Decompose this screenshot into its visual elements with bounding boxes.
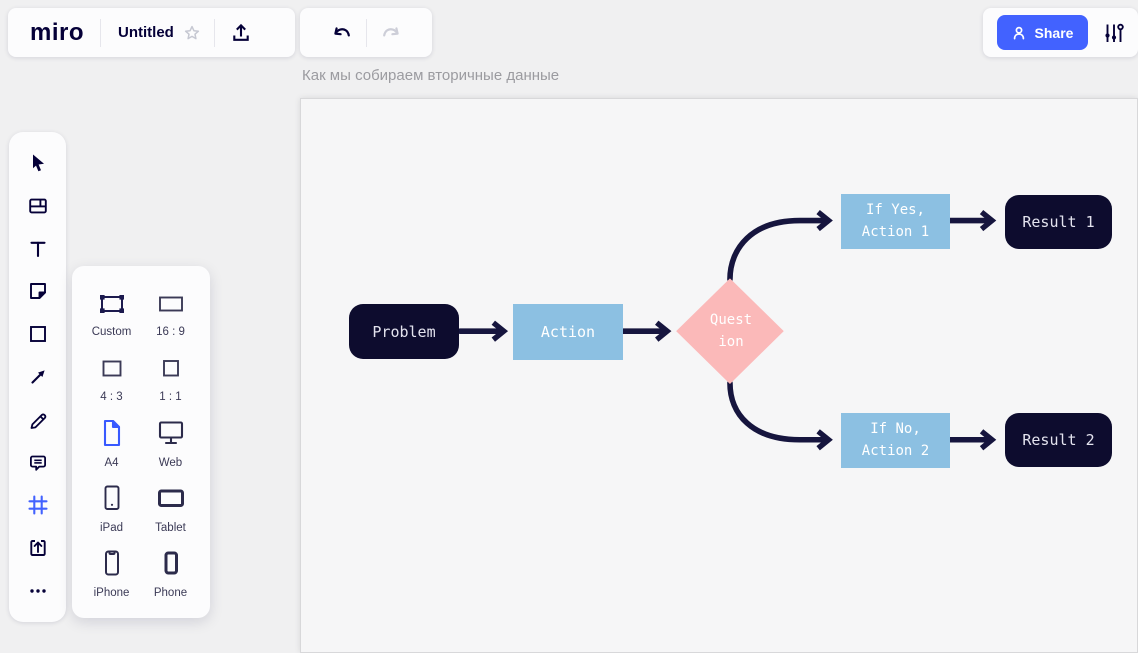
square-icon[interactable] [22, 318, 54, 350]
web-icon [155, 418, 187, 453]
flow-connectors[interactable] [301, 99, 1137, 652]
ipad-icon [96, 483, 128, 518]
frame-option-phone[interactable]: Phone [143, 548, 199, 599]
problem-node[interactable]: Problem [349, 304, 459, 359]
star-icon[interactable] [183, 24, 201, 42]
connector-question-yes[interactable] [727, 209, 833, 283]
frame-option-16-9[interactable]: 16 : 9 [143, 291, 199, 338]
sticky-note-icon[interactable] [22, 275, 54, 307]
ratio-16-9-icon [155, 291, 187, 322]
frame-option-1-1[interactable]: 1 : 1 [143, 356, 199, 403]
tablet-icon [154, 483, 188, 518]
action-node[interactable]: Action [513, 304, 623, 360]
board-title[interactable]: Untitled [118, 24, 174, 41]
templates-icon[interactable] [22, 190, 54, 222]
custom-frame-icon [96, 291, 128, 322]
phone-icon [155, 548, 187, 583]
frame-title[interactable]: Как мы собираем вторичные данные [302, 67, 560, 84]
divider [213, 18, 215, 47]
frame-option-custom[interactable]: Custom [84, 291, 140, 338]
sliders-icon[interactable] [1104, 22, 1125, 44]
result-1-node[interactable]: Result 1 [1005, 195, 1112, 249]
frame-option-4-3[interactable]: 4 : 3 [84, 356, 140, 403]
document-panel: miro Untitled [8, 8, 295, 57]
ratio-1-1-icon [155, 356, 187, 387]
comment-icon[interactable] [22, 447, 54, 479]
frame-option-web[interactable]: Web [143, 418, 199, 469]
frame-option-ipad[interactable]: iPad [84, 483, 140, 534]
cursor-icon[interactable] [22, 147, 54, 179]
divider [365, 18, 367, 47]
frame-icon[interactable] [22, 489, 54, 521]
person-icon [1012, 25, 1028, 41]
frame-size-flyout: Custom 16 : 9 4 : 3 1 : 1 A4 [72, 266, 210, 618]
frame-option-iphone[interactable]: iPhone [84, 548, 140, 599]
history-panel [300, 8, 432, 57]
frame-canvas[interactable]: Problem Action Quest ion If Yes, Action … [300, 98, 1138, 653]
pen-icon[interactable] [22, 404, 54, 436]
ratio-4-3-icon [96, 356, 128, 387]
more-icon[interactable] [22, 575, 54, 607]
share-button[interactable]: Share [996, 15, 1089, 50]
question-node-label[interactable]: Quest ion [709, 312, 753, 350]
question-diamond[interactable] [676, 278, 784, 384]
text-icon[interactable] [22, 233, 54, 265]
frame-option-a4[interactable]: A4 [84, 418, 140, 469]
toolbar [9, 132, 66, 622]
redo-icon[interactable] [380, 24, 402, 41]
a4-icon [96, 418, 128, 453]
undo-icon[interactable] [331, 24, 353, 41]
if-yes-node[interactable]: If Yes, Action 1 [841, 194, 950, 249]
arrow-icon[interactable] [22, 361, 54, 393]
divider [100, 18, 102, 47]
frame-option-tablet[interactable]: Tablet [143, 483, 199, 534]
export-icon[interactable] [230, 22, 252, 44]
upload-icon[interactable] [22, 532, 54, 564]
share-panel: Share [983, 8, 1138, 57]
miro-logo[interactable]: miro [30, 18, 85, 46]
if-no-node[interactable]: If No, Action 2 [841, 413, 950, 468]
connector-question-no[interactable] [727, 380, 833, 451]
iphone-icon [96, 548, 128, 583]
result-2-node[interactable]: Result 2 [1005, 413, 1112, 467]
